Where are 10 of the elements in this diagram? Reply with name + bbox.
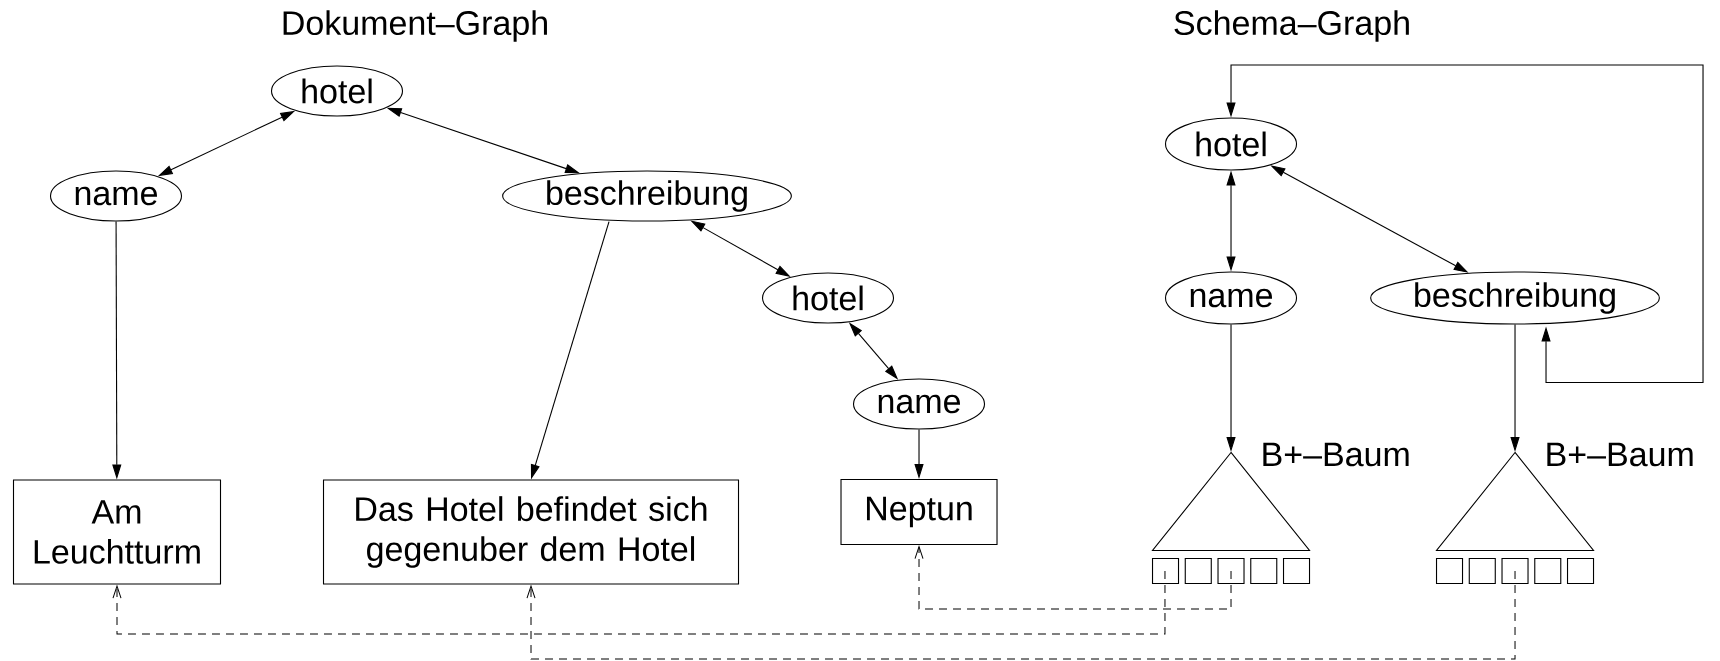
arrow <box>914 546 1232 610</box>
arrow <box>112 570 1166 635</box>
graph-heading: Schema–Graph <box>1174 10 1409 42</box>
tree-label: B+–Baum <box>1547 442 1693 467</box>
text-box: Neptun <box>840 478 998 546</box>
tree-label: B+–Baum <box>1263 442 1409 467</box>
arrow <box>526 570 1516 660</box>
arrow <box>1226 64 1704 384</box>
text-box: Am Leuchtturm <box>12 479 222 585</box>
text-box: Das Hotel befindet sich gegenuber dem Hotel <box>322 479 740 585</box>
